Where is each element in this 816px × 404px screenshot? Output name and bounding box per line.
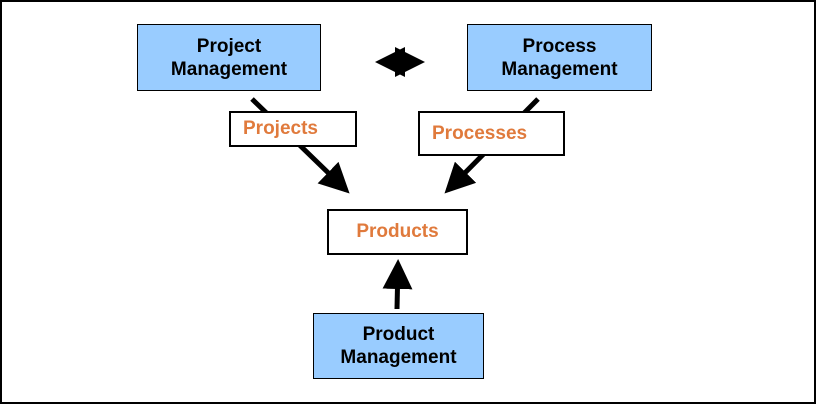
projects-label: Projects (243, 118, 318, 139)
project-management-line1: Project (196, 35, 262, 57)
projects-label-node: Projects (229, 111, 357, 147)
process-management-line2: Management (501, 58, 618, 80)
arrow-product-mgmt-to-products (382, 259, 413, 310)
products-node: Products (327, 209, 468, 255)
product-management-line2: Management (340, 347, 457, 368)
processes-label-node: Processes (418, 111, 565, 156)
project-management-line2: Management (170, 58, 288, 80)
products-label: Products (356, 221, 439, 242)
processes-label: Processes (432, 122, 528, 144)
process-management-line1: Process (522, 35, 597, 57)
product-management-line1: Product (362, 324, 435, 345)
